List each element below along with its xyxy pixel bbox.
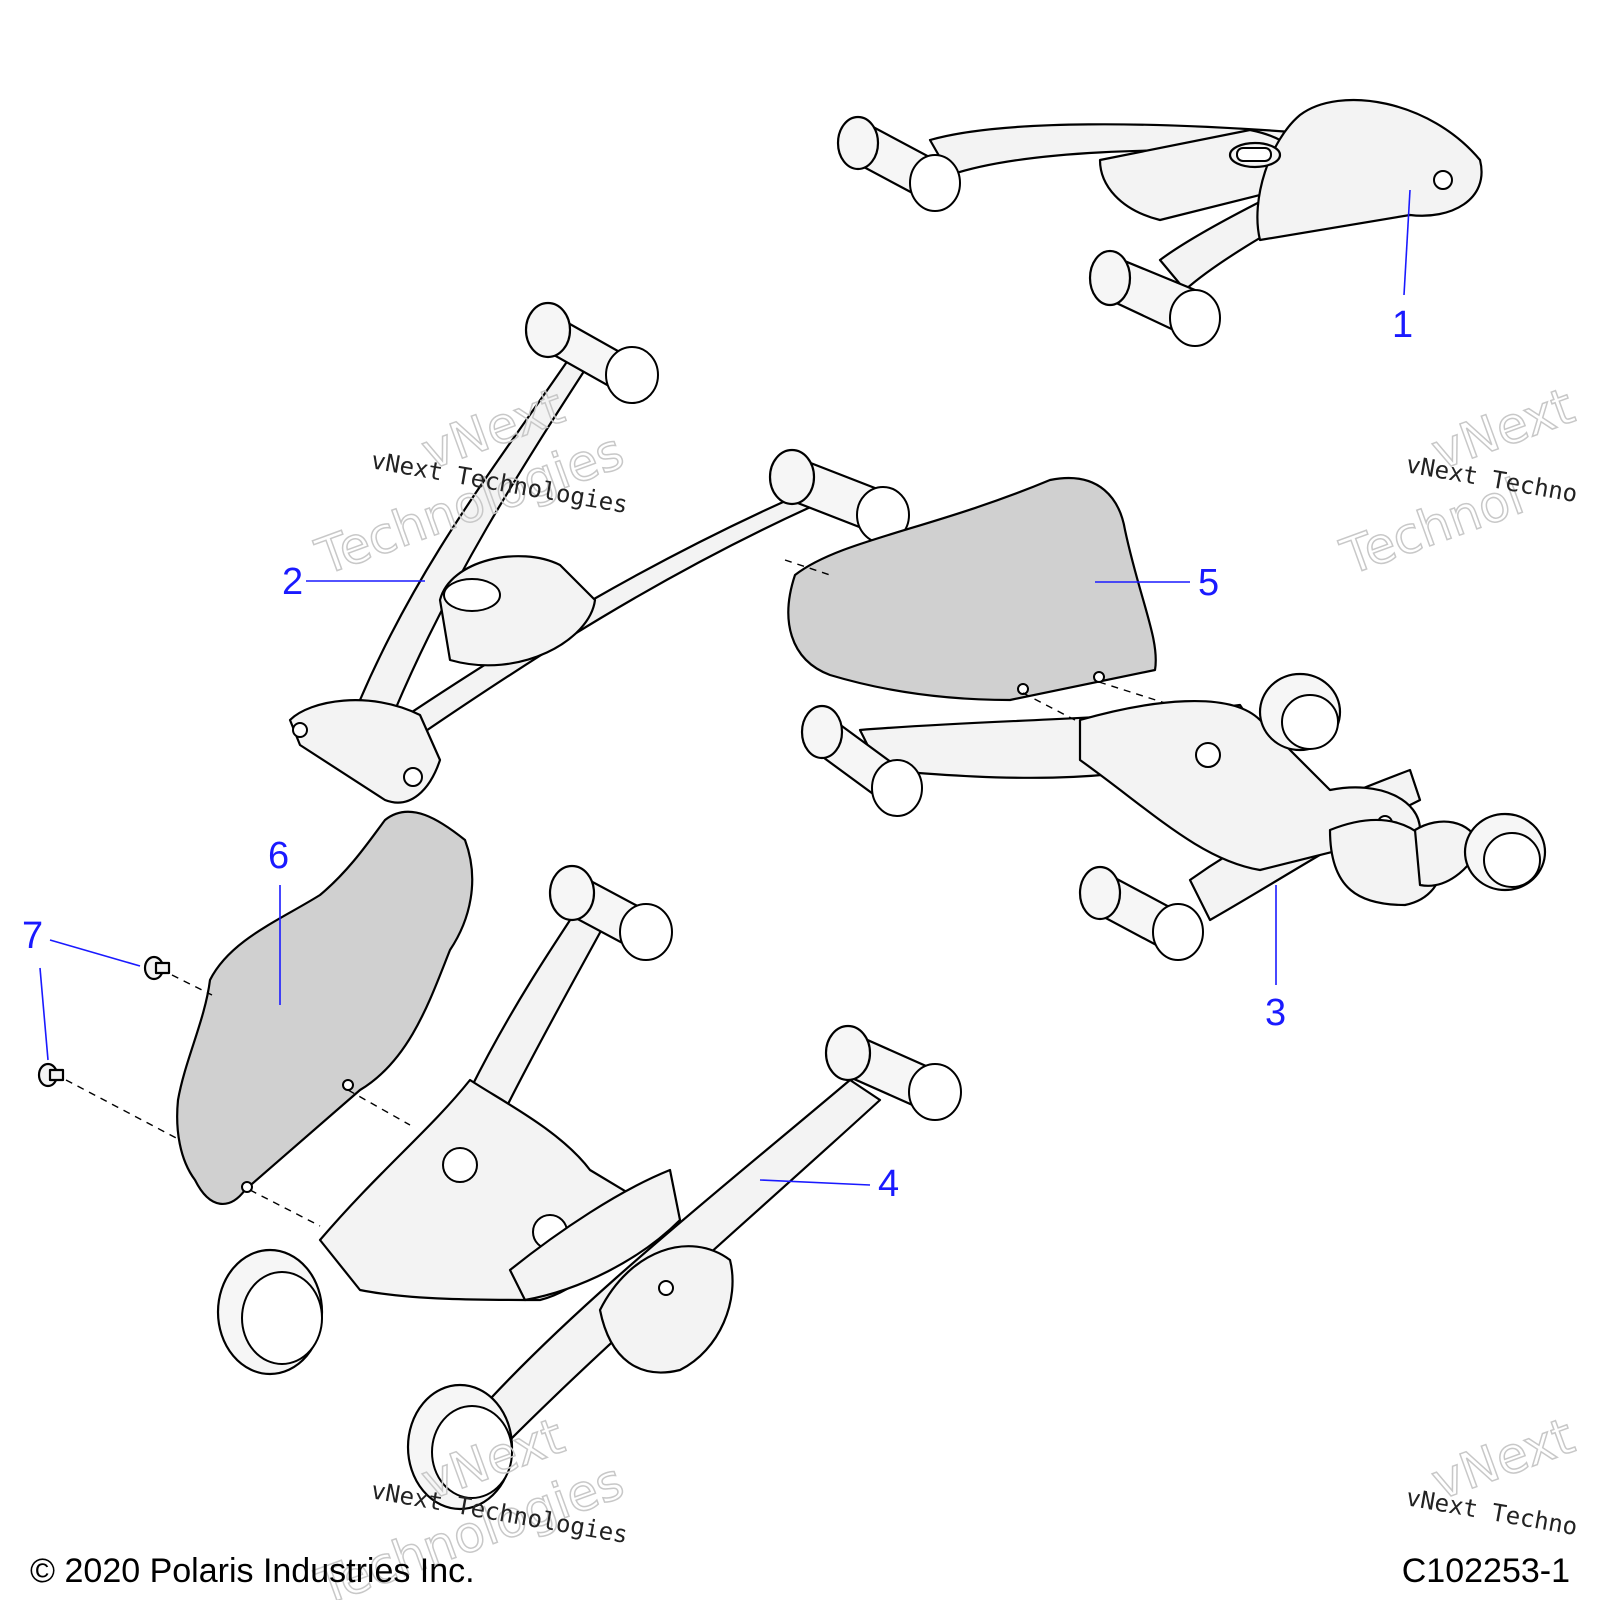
callout-5: 5: [1095, 562, 1219, 604]
bushing-tube: [406, 1383, 514, 1511]
part-5-guard: [787, 477, 1157, 702]
callout-3: 3: [1265, 885, 1286, 1034]
part-7-fastener: [143, 955, 171, 981]
copyright-text: © 2020 Polaris Industries Inc.: [30, 1552, 475, 1590]
callout-label: 2: [282, 561, 303, 603]
callout-1: 1: [1392, 189, 1413, 346]
part-4-lower-a-arm: [216, 864, 962, 1511]
callout-label: 1: [1392, 304, 1413, 346]
callout-label: 5: [1198, 562, 1219, 604]
bushing-tube: [1258, 672, 1342, 752]
bushing-tube: [824, 1024, 962, 1121]
callout-label: 4: [878, 1163, 899, 1205]
assembly-lines: [65, 559, 1166, 1227]
bushing-tube: [800, 704, 923, 817]
part-2-upper-a-arm: [288, 301, 910, 804]
callout-label: 3: [1265, 992, 1286, 1034]
bushing-tube: [1078, 865, 1204, 961]
callout-2: 2: [282, 561, 425, 603]
part-7-fastener: [37, 1062, 65, 1088]
bushing-tube: [1463, 812, 1547, 892]
bushing-tube: [548, 864, 673, 961]
part-1-upper-a-arm: [836, 98, 1483, 347]
part-3-lower-a-arm: [800, 672, 1547, 961]
bushing-tube: [216, 1248, 324, 1376]
callout-label: 7: [22, 915, 43, 957]
callout-label: 6: [268, 835, 289, 877]
callout-4: 4: [759, 1163, 899, 1205]
callout-6: 6: [268, 835, 289, 1005]
bushing-tube: [836, 115, 961, 212]
bushing-tube: [768, 448, 910, 544]
bushing-tube: [1088, 249, 1221, 347]
figure-id: C102253-1: [1401, 1552, 1570, 1590]
callout-7: 7: [22, 915, 141, 1061]
part-6-guard: [176, 810, 474, 1206]
bushing-tube: [524, 301, 659, 404]
